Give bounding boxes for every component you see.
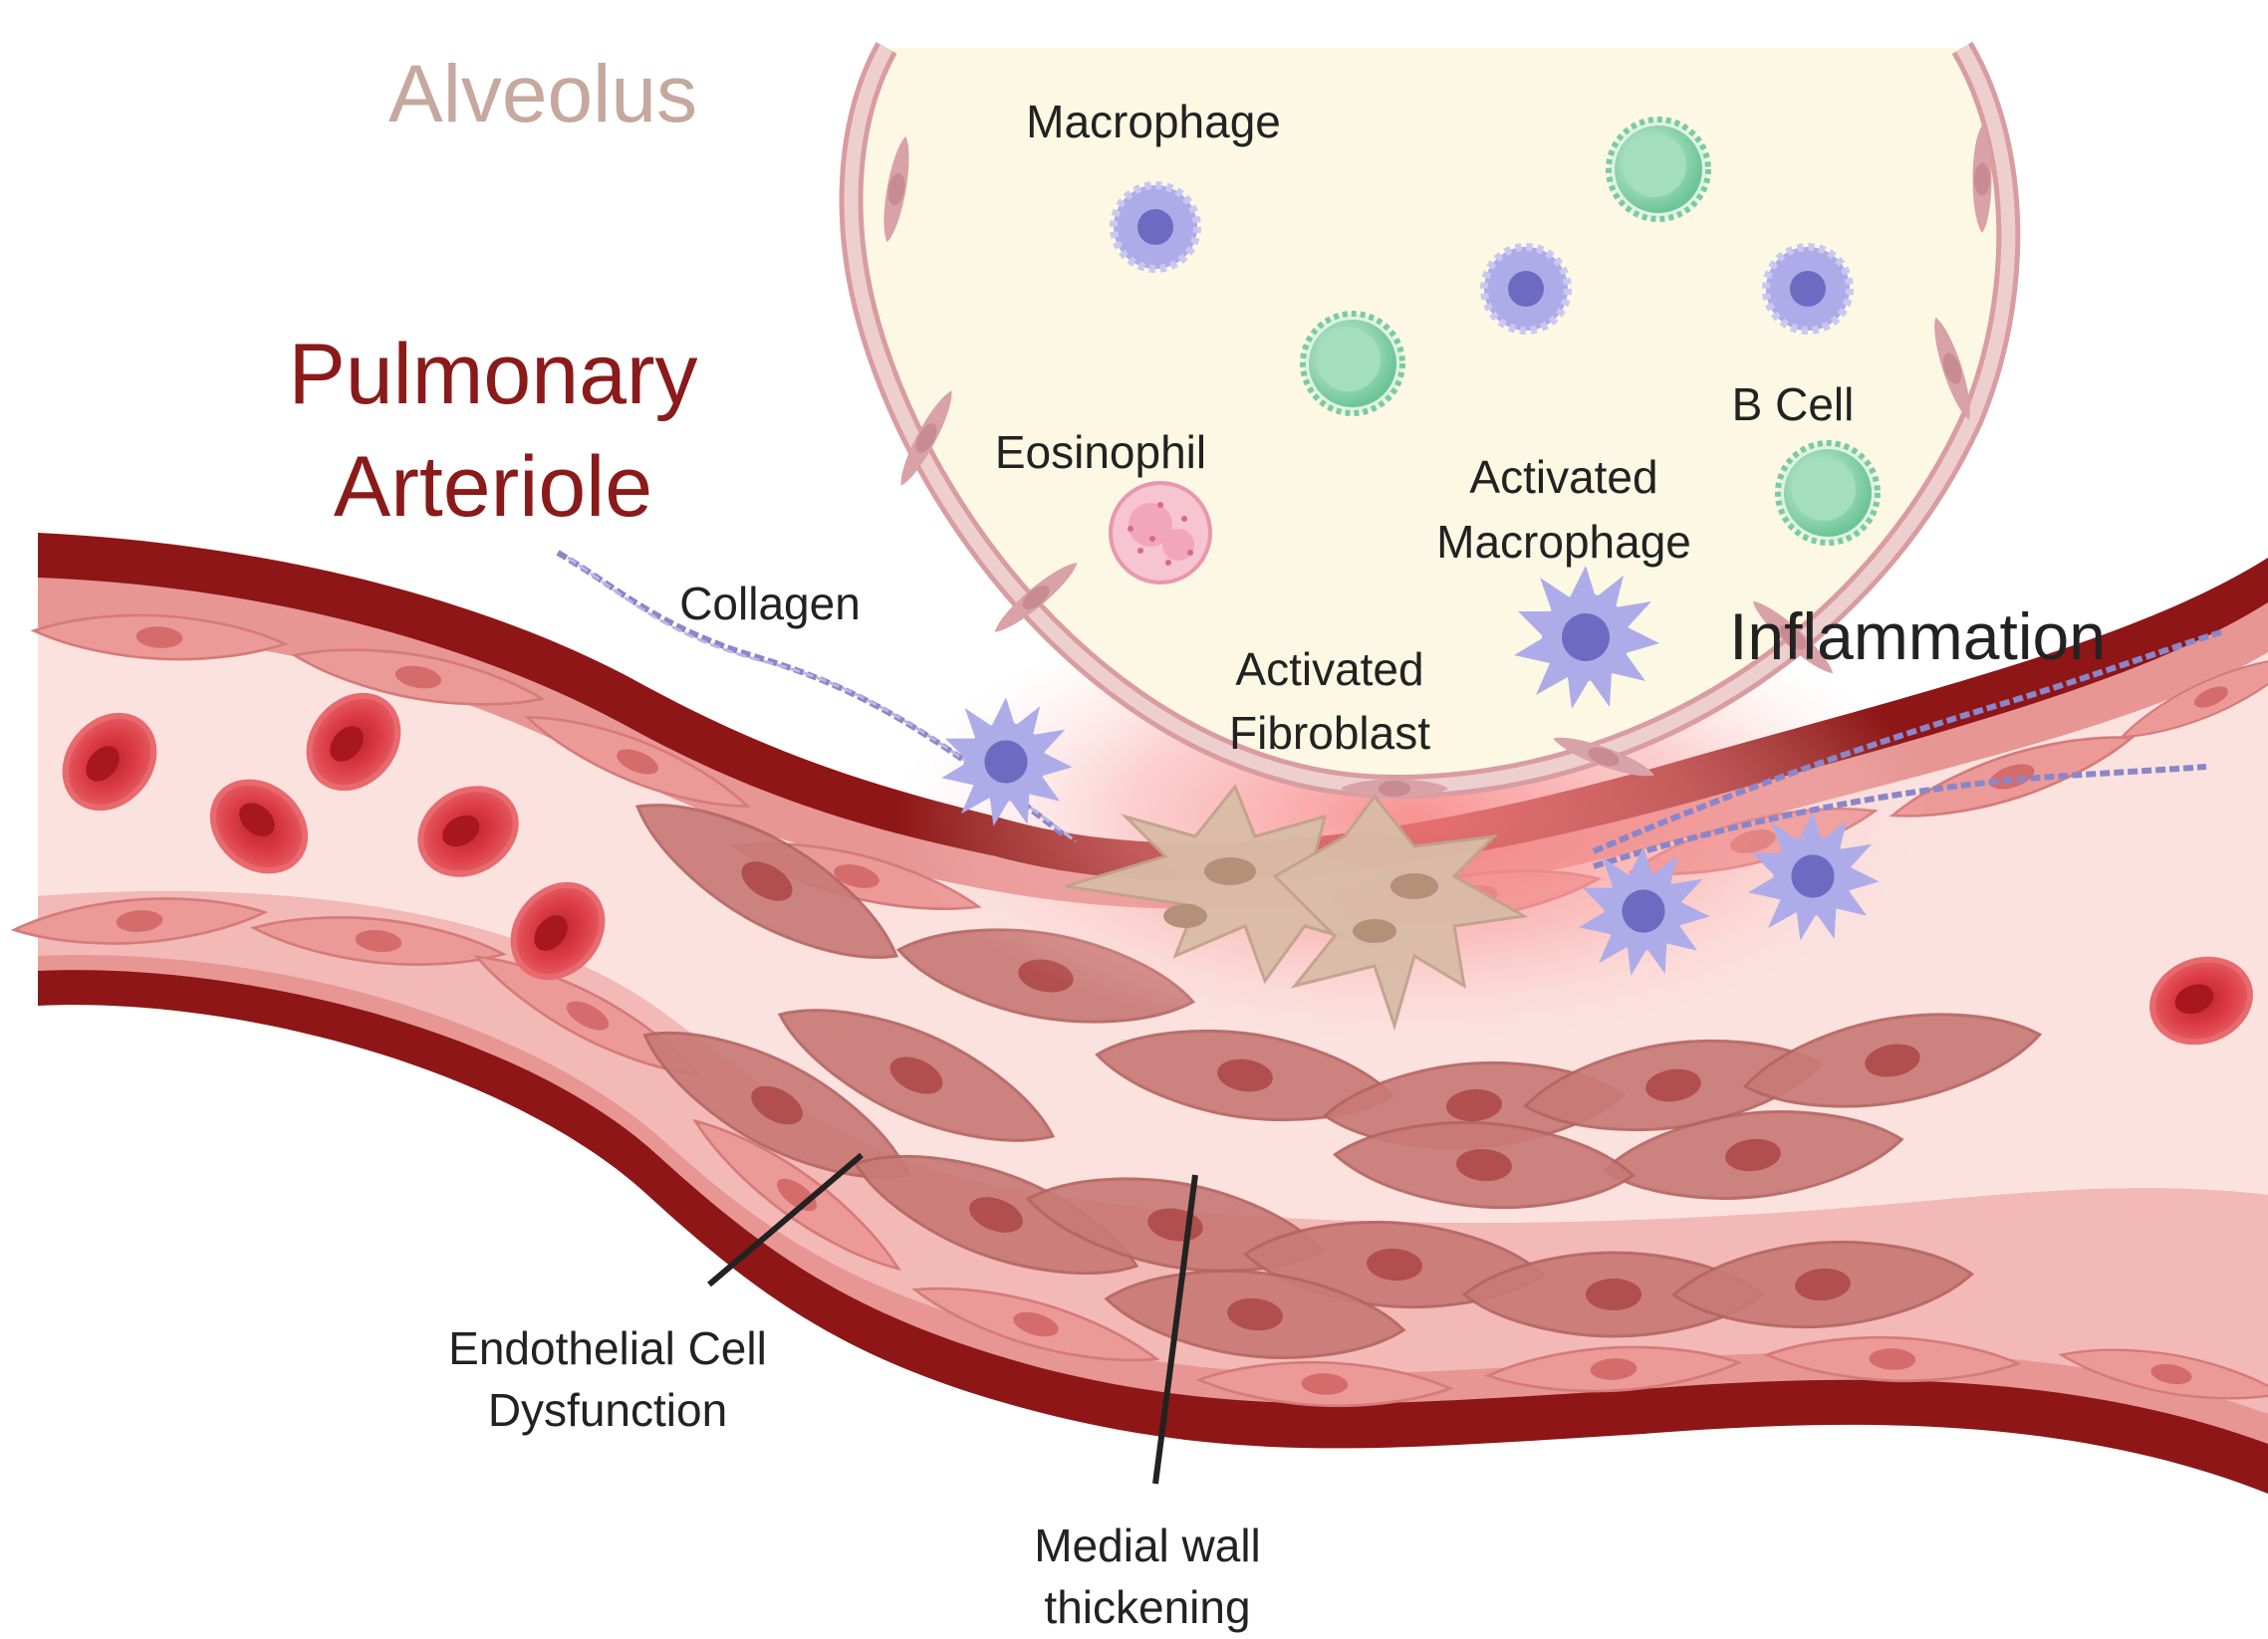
b-cell-label: B Cell <box>1732 378 1855 430</box>
macrophage-icon <box>1114 185 1197 269</box>
medial-wall-label-line1: Medial wall <box>1034 1520 1261 1571</box>
activated-macrophage-label-line1: Activated <box>1469 451 1657 503</box>
activated-fibroblast-label-line1: Activated <box>1235 643 1423 695</box>
endothelial-label-line1: Endothelial Cell <box>448 1322 767 1374</box>
arteriole-title: Arteriole <box>334 439 652 535</box>
pulmonary-title: Pulmonary <box>288 327 697 422</box>
alveolus-title: Alveolus <box>388 49 697 139</box>
activated-fibroblast-label-line2: Fibroblast <box>1229 707 1430 759</box>
collagen-label: Collagen <box>679 578 861 629</box>
macrophage-label: Macrophage <box>1026 96 1281 147</box>
eosinophil-label: Eosinophil <box>995 426 1206 478</box>
endothelial-label-line2: Dysfunction <box>488 1384 727 1436</box>
eosinophil-icon <box>1111 483 1210 583</box>
b-cell-icon <box>1609 119 1708 219</box>
activated-macrophage-label-line2: Macrophage <box>1436 516 1691 568</box>
inflammation-label: Inflammation <box>1729 599 2106 673</box>
medial-wall-label-line2: thickening <box>1044 1581 1250 1633</box>
